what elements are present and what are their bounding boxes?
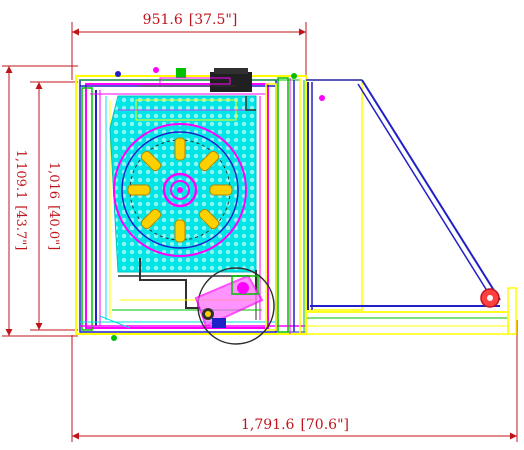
fan-blade xyxy=(174,219,186,243)
fan-blade xyxy=(140,150,162,172)
fan-blades xyxy=(127,137,233,243)
dimension-outer-height xyxy=(2,65,78,337)
top-fittings xyxy=(115,67,297,92)
dimension-top-width-label: 951.6[37.5"] xyxy=(143,12,238,28)
fan-blade xyxy=(127,184,151,196)
fan-assembly xyxy=(113,123,247,257)
motor-assembly xyxy=(111,267,275,345)
dimension-bottom-width-label: 1,791.6[70.6"] xyxy=(241,417,349,433)
fan-blade xyxy=(174,137,186,161)
dimension-inner-height xyxy=(30,81,78,331)
fan-blade xyxy=(140,208,162,230)
fan-blade xyxy=(198,150,220,172)
dimension-top-width xyxy=(71,22,307,80)
fan-blade xyxy=(209,184,233,196)
dimension-bottom-width xyxy=(71,320,518,442)
dimension-outer-height-label: 1,109.1[43.7"] xyxy=(13,150,28,251)
fan-hub-icon xyxy=(177,187,183,193)
discharge-hood xyxy=(305,79,517,335)
dimension-inner-height-label: 1,016[40.0"] xyxy=(46,162,61,250)
hood-bolt-icon xyxy=(319,95,325,101)
filter-mesh xyxy=(109,95,257,273)
motor-icon xyxy=(237,282,249,294)
fan-blade xyxy=(198,208,220,230)
